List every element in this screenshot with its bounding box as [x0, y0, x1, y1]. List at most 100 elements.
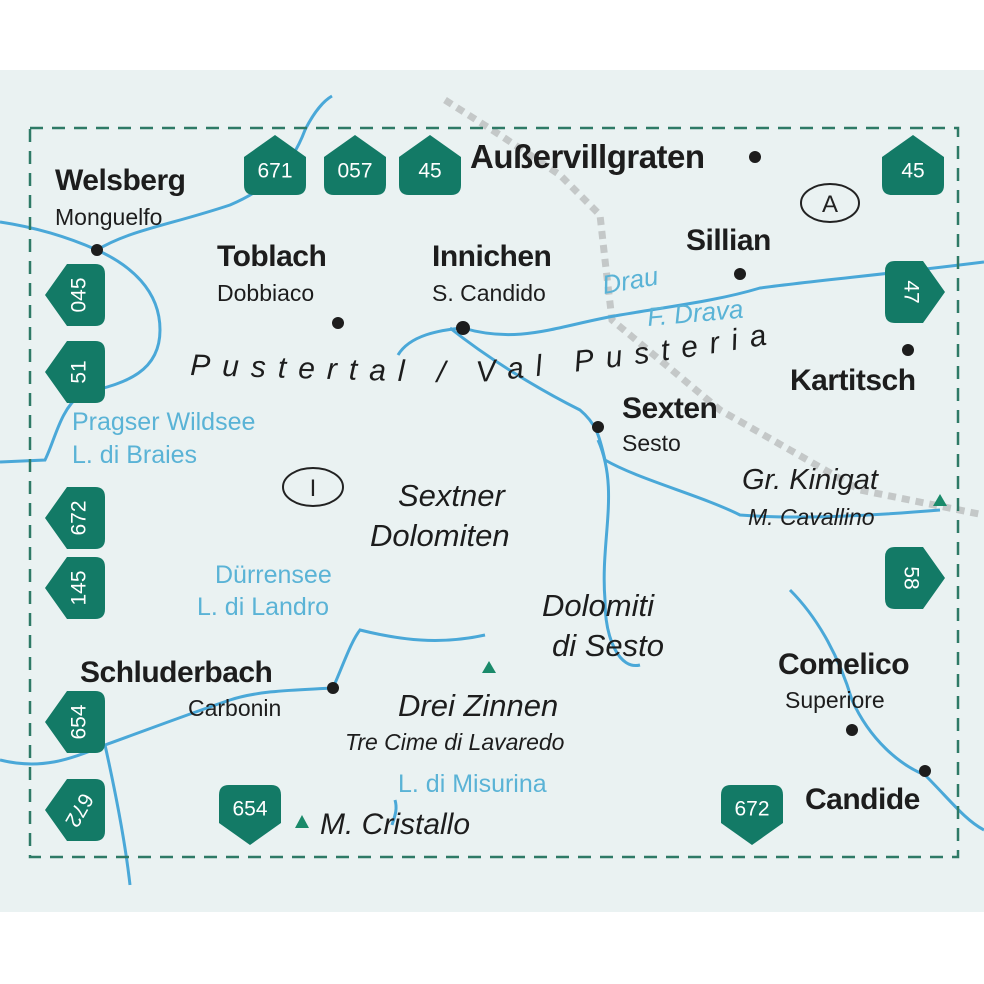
route-shield-shape [721, 785, 783, 845]
river-rienz-south [331, 628, 486, 689]
river-sexten [449, 326, 941, 519]
route-number: 58 [900, 566, 923, 589]
route-number: 672 [68, 500, 91, 535]
label-m-cavallino: M. Cavallino [748, 504, 875, 530]
route-shield-045: 045 [45, 264, 105, 326]
dot-sillian [734, 268, 746, 280]
label-sexten: Sexten [622, 392, 718, 425]
route-shield-shape [324, 135, 386, 195]
label-candide: Candide [805, 783, 920, 816]
river-ansiei [103, 744, 132, 886]
label-innichen: Innichen [432, 240, 552, 273]
route-shield-672: 672 [721, 785, 783, 845]
country-code-italy: I [282, 467, 344, 507]
dot-innichen [456, 321, 470, 335]
route-shield-672: 672 [45, 779, 105, 841]
route-shield-shape [45, 264, 105, 326]
peak-drei-zinnen-icon [482, 661, 496, 673]
label-sillian: Sillian [686, 224, 771, 257]
river-drau [462, 260, 984, 337]
route-shield-45: 45 [882, 135, 944, 195]
route-number: 145 [68, 570, 91, 605]
peak-cristallo-icon [295, 815, 309, 828]
label-ausservillgraten: Außervillgraten [470, 138, 705, 175]
dot-schluderbach [327, 682, 339, 694]
label-misurina: L. di Misurina [398, 770, 547, 798]
route-number: 47 [900, 280, 923, 303]
route-number: 654 [68, 704, 91, 739]
label-sextner: Sextner [398, 478, 505, 513]
route-shield-145: 145 [45, 557, 105, 619]
label-braies: L. di Braies [72, 441, 198, 469]
rivers [0, 94, 984, 886]
label-di-sesto: di Sesto [552, 628, 665, 663]
route-shield-shape [219, 785, 281, 845]
river-rienz-lower [0, 686, 334, 766]
label-welsberg: Welsberg [55, 164, 186, 197]
label-pragser-wildsee: Pragser Wildsee [72, 408, 256, 436]
state-border [443, 97, 984, 519]
route-shield-shape [882, 135, 944, 195]
dot-kartitsch [902, 344, 914, 356]
label-dolomiti: Dolomiti [542, 588, 654, 623]
settlement-dots [91, 151, 931, 777]
label-toblach: Toblach [217, 240, 327, 273]
route-shield-47: 47 [885, 261, 945, 323]
route-shield-45: 45 [399, 135, 461, 195]
label-dobbiaco: Dobbiaco [217, 280, 315, 306]
label-sesto: Sesto [622, 430, 681, 456]
route-shield-654: 654 [45, 691, 105, 753]
route-number: 672 [734, 798, 769, 821]
map-area [0, 70, 984, 912]
label-carbonin: Carbonin [188, 695, 282, 721]
route-shield-672: 672 [45, 487, 105, 549]
route-number: 45 [418, 160, 441, 183]
route-number: 51 [68, 360, 91, 383]
label-drei-zinnen: Drei Zinnen [398, 688, 559, 723]
route-number: 654 [232, 798, 267, 821]
route-shield-58: 58 [885, 547, 945, 609]
label-comelico: Comelico [778, 648, 910, 681]
label-drau: Drau [600, 261, 661, 300]
route-number: 671 [257, 160, 292, 183]
route-shield-shape [45, 691, 105, 753]
label-duerrensee: Dürrensee [215, 561, 332, 589]
route-shield-654: 654 [219, 785, 281, 845]
label-dolomiten: Dolomiten [370, 518, 510, 553]
map-frame [28, 126, 960, 859]
route-shield-shape [45, 779, 105, 841]
river-piave [788, 588, 984, 832]
route-shield-51: 51 [45, 341, 105, 403]
route-shield-shape [244, 135, 306, 195]
dot-welsberg [91, 244, 103, 256]
route-number: 045 [68, 277, 91, 312]
label-landro: L. di Landro [197, 593, 330, 621]
route-shield-057: 057 [324, 135, 386, 195]
dot-candide [919, 765, 931, 777]
route-shield-shape [45, 487, 105, 549]
dot-sexten [592, 421, 604, 433]
route-shield-671: 671 [244, 135, 306, 195]
label-superiore: Superiore [785, 687, 885, 713]
peak-kinigat-icon [933, 494, 947, 506]
river-misurina [390, 799, 398, 826]
label-m-cristallo: M. Cristallo [320, 808, 471, 841]
label-kartitsch: Kartitsch [790, 364, 916, 397]
label-s-candido: S. Candido [432, 280, 546, 306]
route-shield-shape [885, 261, 945, 323]
dot-ausservillgraten [749, 151, 761, 163]
country-code-austria: A [800, 183, 860, 223]
label-tre-cime: Tre Cime di Lavaredo [345, 729, 565, 755]
dot-comelico [846, 724, 858, 736]
route-number: 057 [337, 160, 372, 183]
river-braies [0, 248, 162, 464]
route-shield-shape [45, 341, 105, 403]
route-shield-shape [45, 557, 105, 619]
route-shield-shape [885, 547, 945, 609]
dot-toblach [332, 317, 344, 329]
label-gr-kinigat: Gr. Kinigat [742, 464, 878, 496]
river-sexten-south [596, 439, 641, 667]
route-number: 45 [901, 160, 924, 183]
